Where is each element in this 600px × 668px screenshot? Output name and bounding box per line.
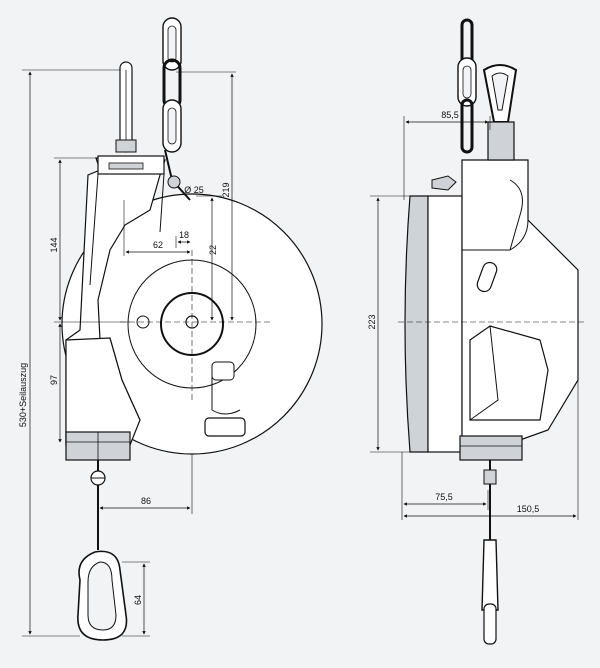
wing-nut xyxy=(431,175,457,191)
front-view: 530+Seilauszug 144 97 219 62 18 22 Ø 25 … xyxy=(18,17,323,641)
bolt-nut xyxy=(115,139,137,153)
dim-width-62: 62 xyxy=(153,240,163,250)
carabiner-hook xyxy=(77,550,128,641)
dim-bottom-left: 75,5 xyxy=(435,492,453,502)
side-drum xyxy=(404,195,429,453)
dim-bottom-width: 86 xyxy=(141,496,151,506)
side-chain xyxy=(457,18,518,161)
side-body xyxy=(427,195,463,453)
side-lower-block xyxy=(469,325,549,421)
dim-gap-small: Ø 25 xyxy=(184,185,204,195)
slot-lower xyxy=(204,417,246,437)
side-view: 85,5 223 75,5 150,5 xyxy=(367,18,584,645)
dim-width-18: 18 xyxy=(179,230,189,240)
dim-hook-height: 64 xyxy=(133,595,143,605)
dim-top-offset: 85,5 xyxy=(441,110,459,120)
dim-total-height: 530+Seilauszug xyxy=(18,363,28,427)
bracket-plate xyxy=(108,162,144,170)
side-hook xyxy=(481,539,499,611)
dim-body-height: 223 xyxy=(367,314,377,329)
dim-upper-height: 144 xyxy=(49,237,59,252)
dim-top-to-center: 219 xyxy=(221,182,231,197)
dim-lower-height: 97 xyxy=(49,375,59,385)
side-slot xyxy=(476,261,498,293)
dim-height-22: 22 xyxy=(208,245,218,255)
dim-overall-width: 150,5 xyxy=(517,504,540,514)
side-base xyxy=(459,435,523,461)
chain xyxy=(162,17,191,201)
slot-upper xyxy=(211,361,235,381)
